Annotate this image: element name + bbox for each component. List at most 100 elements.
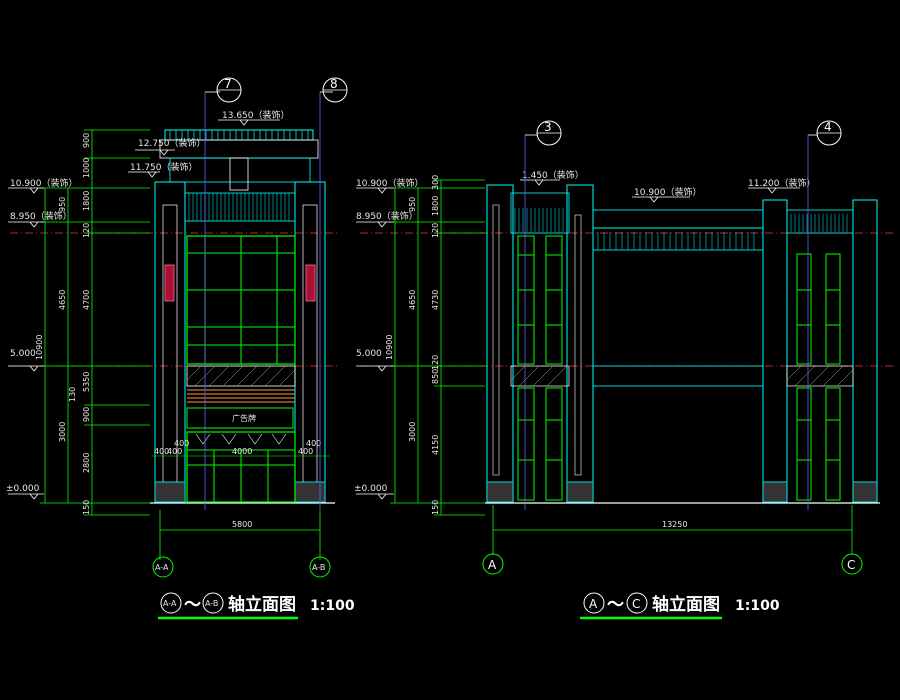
section-tag-number: 7 — [224, 77, 232, 91]
louvre-band — [184, 192, 296, 222]
dim-text: 10900 — [385, 335, 394, 360]
title-axis-a: A-A — [163, 599, 177, 608]
pillar-base — [566, 481, 594, 503]
dim-text: 120 — [431, 223, 440, 238]
dim-text: 3000 — [58, 422, 67, 442]
dim-text: 10900 — [35, 335, 44, 360]
dim-text: 1800 — [431, 196, 440, 216]
dim-text: 4650 — [58, 290, 67, 310]
title-axis-bubble — [626, 592, 648, 614]
axis-label: C — [847, 558, 855, 572]
dim-text: 120 — [82, 223, 91, 238]
dim-text: 5350 — [82, 372, 91, 392]
dim-text: 4150 — [431, 435, 440, 455]
title-axis-bubble — [160, 592, 182, 614]
level-label: 1.450（装饰） — [522, 169, 584, 181]
dim-text: 400 — [167, 447, 182, 456]
pillar — [566, 184, 594, 503]
title-axis-b: A-B — [205, 599, 218, 608]
axis-label: A-A — [155, 563, 169, 572]
dim-text: 120 — [431, 355, 440, 370]
title-axis-bubble — [202, 592, 224, 614]
level-label: 5.000 — [356, 349, 382, 359]
scale-label: 1:100 — [735, 598, 780, 614]
dim-text: 400 — [154, 447, 169, 456]
left-elevation: 10.900（装饰） 8.950（装饰） 5.000 ±0.000 12.750… — [6, 77, 355, 620]
title-axis-c: C — [632, 597, 640, 611]
dim-text: 5800 — [232, 520, 252, 529]
lantern-icon — [305, 264, 316, 302]
level-label: 10.900（装饰） — [10, 177, 78, 189]
dim-text: 400 — [306, 439, 321, 448]
axis-bubble — [309, 556, 331, 578]
dim-text: 300 — [431, 175, 440, 190]
pillar — [852, 199, 878, 503]
dim-text: 2800 — [82, 453, 91, 473]
pillar — [762, 199, 788, 503]
axis-bubble — [841, 553, 863, 575]
level-label: 10.900（装饰） — [356, 177, 424, 189]
axis-bubble — [482, 553, 504, 575]
dim-text: 850 — [431, 369, 440, 384]
section-tag-number: 3 — [544, 120, 552, 134]
level-label: 8.950（装饰） — [10, 210, 72, 222]
dim-text: 1000 — [82, 158, 91, 178]
pillar-base — [762, 481, 788, 503]
dim-text: 900 — [82, 407, 91, 422]
dim-text: 950 — [58, 197, 67, 212]
dim-text: 13250 — [662, 520, 687, 529]
hatch-band — [786, 365, 854, 387]
axis-bubble — [152, 556, 174, 578]
dim-text: 130 — [68, 387, 77, 402]
section-tag-number: 8 — [330, 77, 338, 91]
title-axis-a: A — [589, 597, 598, 611]
right-elevation: 10.900（装饰） 8.950（装饰） 5.000 ±0.000 1.450（… — [354, 120, 895, 620]
louvre-band — [592, 227, 764, 251]
axis-label: A-B — [312, 563, 325, 572]
pillar-base — [486, 481, 514, 503]
sign-text: 广告牌 — [232, 413, 256, 423]
title-sep: ～ — [184, 595, 201, 615]
hatch-band — [186, 365, 296, 387]
dim-text: 4650 — [408, 290, 417, 310]
dim-text: 150 — [82, 500, 91, 515]
dim-text: 1800 — [82, 191, 91, 211]
level-label: 13.650（装饰） — [222, 109, 290, 121]
dim-text: 950 — [408, 197, 417, 212]
dim-text: 4700 — [82, 290, 91, 310]
dim-text: 4730 — [431, 290, 440, 310]
beam — [592, 209, 764, 229]
title-axis-bubble — [583, 592, 605, 614]
level-label: ±0.000 — [6, 484, 40, 494]
dim-text: 400 — [298, 447, 313, 456]
dim-text: 900 — [82, 133, 91, 148]
beam — [592, 365, 764, 387]
title-sep: ～ — [607, 595, 624, 615]
level-label: 11.750（装饰） — [130, 161, 198, 173]
level-label: 5.000 — [10, 349, 36, 359]
section-tag-number: 4 — [824, 120, 832, 134]
hatch-band — [510, 365, 570, 387]
dim-text: 4000 — [232, 447, 252, 456]
scale-label: 1:100 — [310, 598, 355, 614]
louvre-band — [786, 209, 854, 234]
column-base — [154, 481, 186, 503]
louvre-band — [510, 192, 570, 234]
sign-board — [186, 407, 294, 429]
page-title: 轴立面图 — [652, 594, 720, 615]
level-label: 12.750（装饰） — [138, 137, 206, 149]
level-label: ±0.000 — [354, 484, 388, 494]
axis-label: A — [488, 558, 497, 572]
center-post — [229, 157, 249, 191]
dim-text: 400 — [174, 439, 189, 448]
lantern-icon — [164, 264, 175, 302]
level-label: 8.950（装饰） — [356, 210, 418, 222]
page-title: 轴立面图 — [228, 594, 296, 615]
column-base — [294, 481, 326, 503]
pillar — [486, 184, 514, 503]
level-label: 10.900（装饰） — [634, 186, 702, 198]
dim-text: 3000 — [408, 422, 417, 442]
level-label: 11.200（装饰） — [748, 177, 816, 189]
